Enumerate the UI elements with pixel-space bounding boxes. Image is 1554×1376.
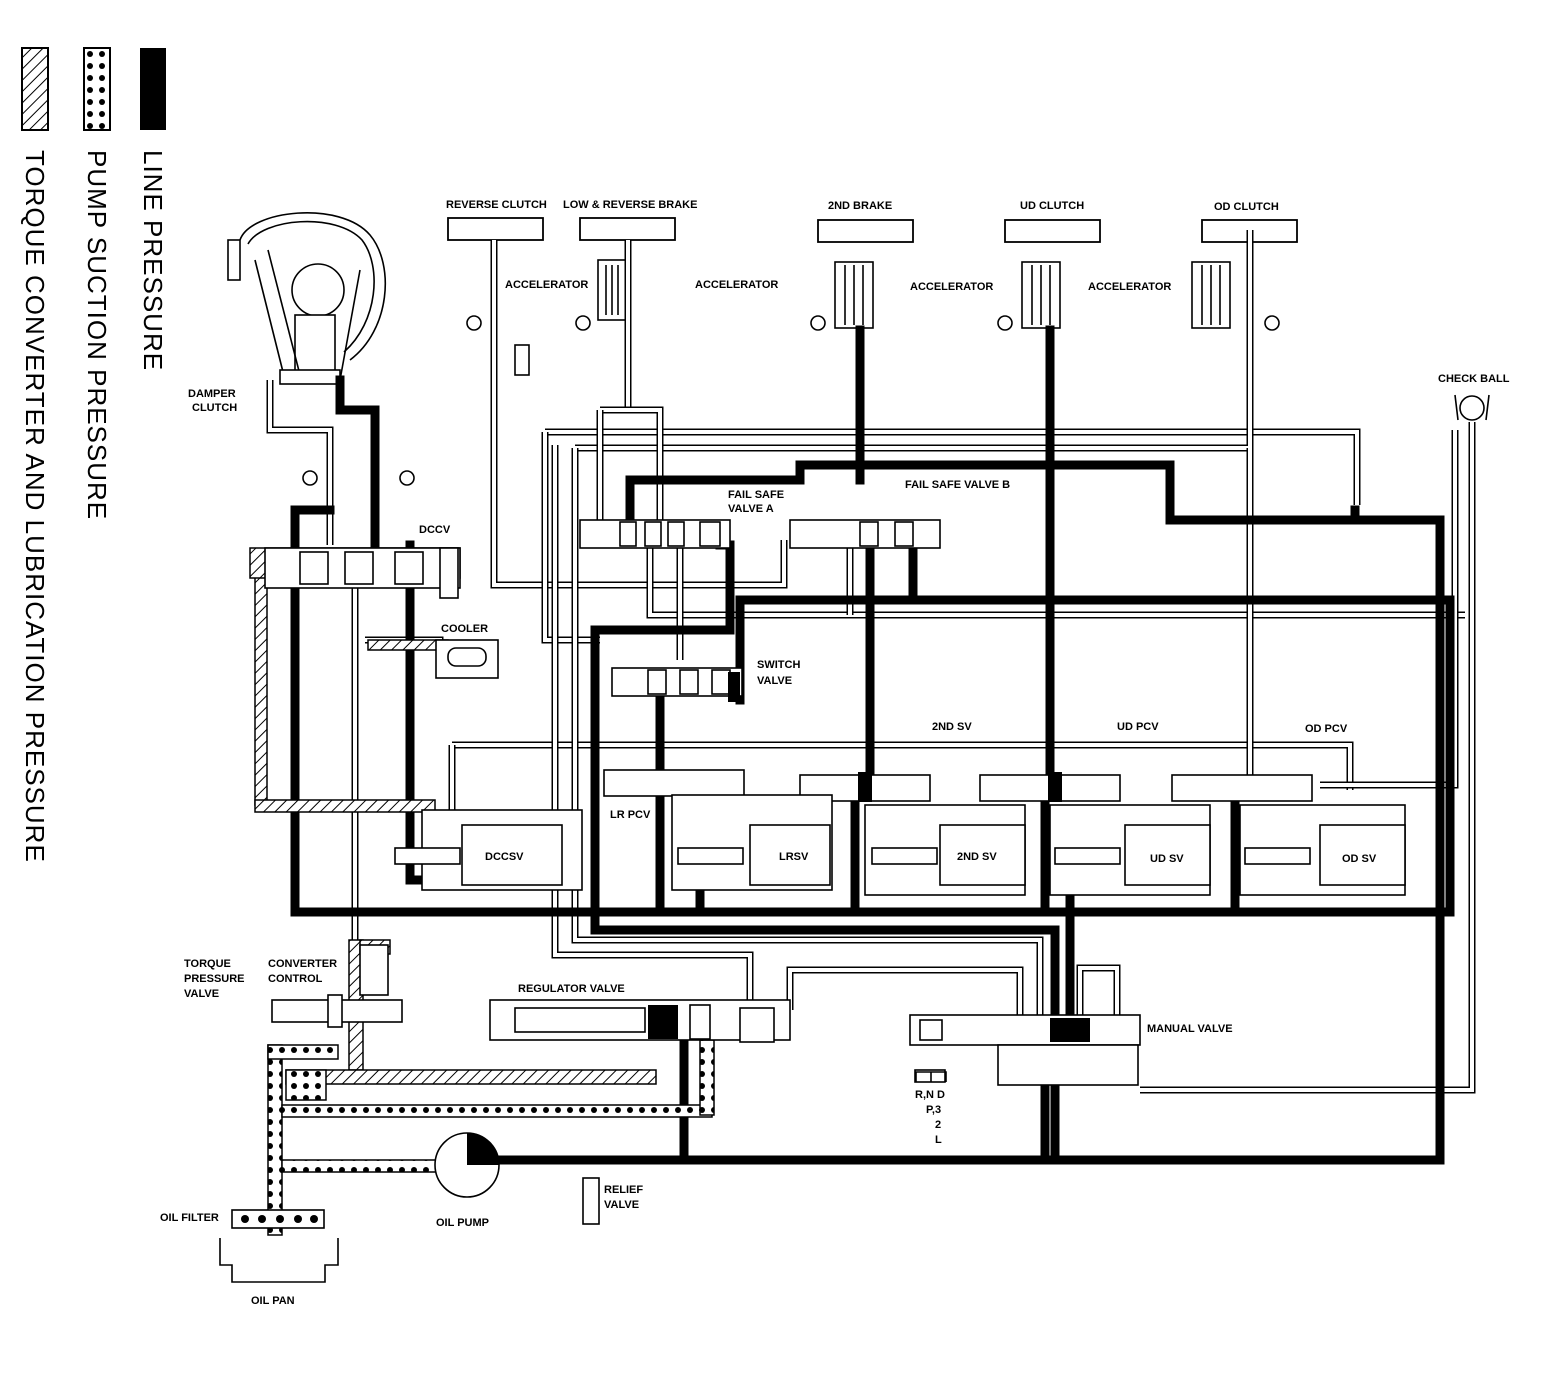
converter-control-label-2: CONTROL xyxy=(268,973,323,985)
regulator-valve-label: REGULATOR VALVE xyxy=(518,983,625,995)
legend-line-pressure-swatch xyxy=(140,48,166,130)
low-reverse-brake-box xyxy=(579,217,676,241)
shift-position-label-2: P,3 xyxy=(926,1104,941,1116)
legend-pump-suction-swatch xyxy=(83,47,111,131)
ud-sv-label: UD SV xyxy=(1150,853,1184,865)
torque-pressure-valve-label-3: VALVE xyxy=(184,988,219,1000)
reverse-clutch-box xyxy=(447,217,544,241)
fail-safe-b-label: FAIL SAFE VALVE B xyxy=(905,479,1010,491)
pump-suction-passages xyxy=(267,1039,715,1236)
fail-safe-a-label-1: FAIL SAFE xyxy=(728,489,784,501)
cooler-label: COOLER xyxy=(441,623,488,635)
legend-torque-lube-label: TORQUE CONVERTER AND LUBRICATION PRESSUR… xyxy=(20,150,50,863)
line-pressure-passages xyxy=(290,325,1455,1165)
component-labels: DCCV FAIL SAFE VALVE A FAIL SAFE VALVE B… xyxy=(160,479,1377,1307)
legend-pump-suction-label: PUMP SUCTION PRESSURE xyxy=(82,150,112,520)
accumulators xyxy=(466,259,1280,376)
relief-valve-label-2: VALVE xyxy=(604,1199,639,1211)
ud-clutch-label: UD CLUTCH xyxy=(1020,200,1084,212)
od-pcv-label: OD PCV xyxy=(1305,723,1348,735)
check-ball-label: CHECK BALL xyxy=(1438,373,1510,385)
shift-position-label-4: L xyxy=(935,1134,942,1146)
check-ball xyxy=(1140,394,1490,1094)
damper-clutch-label-2: CLUTCH xyxy=(192,402,237,414)
second-sv-label: 2ND SV xyxy=(957,851,997,863)
legend-torque-lube-swatch xyxy=(21,47,49,131)
valves xyxy=(219,470,1406,1283)
dccsv-label: DCCSV xyxy=(485,851,524,863)
switch-valve-label-2: VALVE xyxy=(757,675,792,687)
shift-position-label-1: R,N D xyxy=(915,1089,945,1101)
legend-line-pressure-label: LINE PRESSURE xyxy=(138,150,168,371)
oil-filter-label: OIL FILTER xyxy=(160,1212,219,1224)
low-reverse-brake-label: LOW & REVERSE BRAKE xyxy=(563,199,697,211)
converter-control-label-1: CONVERTER xyxy=(268,958,337,970)
torque-pressure-valve-label-2: PRESSURE xyxy=(184,973,245,985)
oil-pump-label: OIL PUMP xyxy=(436,1217,489,1229)
second-brake-box xyxy=(817,219,914,243)
fail-safe-a-label-2: VALVE A xyxy=(728,503,774,515)
accelerator-label-3: ACCELERATOR xyxy=(910,281,993,293)
od-sv-label: OD SV xyxy=(1342,853,1377,865)
torque-pressure-valve-label-1: TORQUE xyxy=(184,958,231,970)
dccv-label: DCCV xyxy=(419,524,451,536)
shift-position-label-3: 2 xyxy=(935,1119,941,1131)
accelerator-label-1: ACCELERATOR xyxy=(505,279,588,291)
accelerator-label-4: ACCELERATOR xyxy=(1088,281,1171,293)
lrsv-label: LRSV xyxy=(779,851,809,863)
reverse-clutch-label: REVERSE CLUTCH xyxy=(446,199,547,211)
ud-pcv-label: UD PCV xyxy=(1117,721,1159,733)
od-clutch-label: OD CLUTCH xyxy=(1214,201,1279,213)
manual-valve-label: MANUAL VALVE xyxy=(1147,1023,1233,1035)
clutch-boxes xyxy=(447,217,1298,243)
legend: LINE PRESSURE PUMP SUCTION PRESSURE TORQ… xyxy=(20,47,168,863)
accelerator-label-2: ACCELERATOR xyxy=(695,279,778,291)
lr-pcv-label: LR PCV xyxy=(610,809,651,821)
switch-valve-label-1: SWITCH xyxy=(757,659,800,671)
oil-pan-label: OIL PAN xyxy=(251,1295,295,1307)
damper-clutch-label: DAMPER xyxy=(188,388,236,400)
relief-valve-label-1: RELIEF xyxy=(604,1184,643,1196)
second-sv-top-label: 2ND SV xyxy=(932,721,972,733)
torque-converter xyxy=(227,212,387,385)
second-brake-label: 2ND BRAKE xyxy=(828,200,892,212)
ud-clutch-box xyxy=(1004,219,1101,243)
